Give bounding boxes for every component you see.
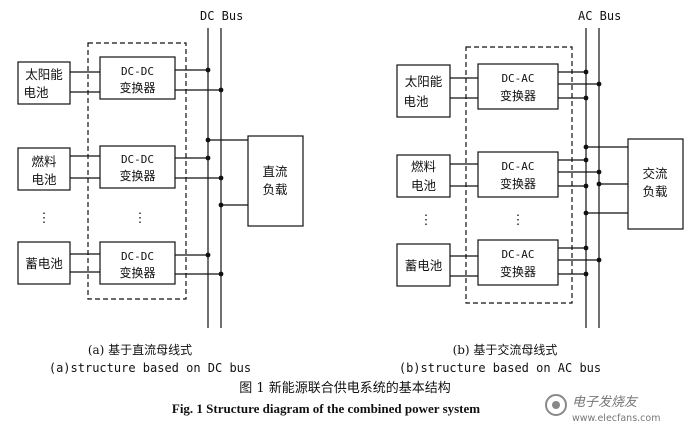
- caption-a-en: (a)structure based on DC bus: [49, 361, 251, 375]
- converter-b-3-line1: DC-AC: [501, 248, 534, 261]
- source-ellipsis: ⋮: [38, 211, 51, 226]
- converter-box-1: [99, 56, 176, 100]
- dc-load-line1: 直流: [262, 164, 288, 179]
- source-box-fuel: [17, 147, 71, 191]
- converter-b-2-line2: 变换器: [500, 176, 536, 191]
- panel-a: [17, 28, 304, 328]
- caption-a-cn: (a) 基于直流母线式: [88, 343, 192, 357]
- converter-box-3: [99, 241, 176, 285]
- source-box-battery: [17, 241, 71, 285]
- source-box-battery-b: [396, 243, 451, 287]
- ac-load-line1: 交流: [642, 166, 668, 181]
- converter-b-3-line2: 变换器: [500, 264, 536, 279]
- panel-a-junctions: [205, 67, 224, 277]
- source-battery-b-label: 蓄电池: [405, 258, 443, 273]
- converter-2-line1: DC-DC: [121, 153, 154, 166]
- converter-ellipsis-b: ⋮: [512, 213, 525, 228]
- caption-b-cn: (b) 基于交流母线式: [453, 342, 558, 357]
- dc-load-line2: 负载: [262, 182, 288, 197]
- source-solar-line1: 太阳能: [25, 67, 63, 82]
- figure-title-en: Fig. 1 Structure diagram of the combined…: [172, 401, 480, 416]
- source-solar-b-line2: 电池: [403, 94, 429, 109]
- watermark-logo: 电子发烧友 www.elecfans.com: [545, 394, 660, 424]
- converter-group-dashed-box-b: [465, 46, 573, 304]
- figure-title-cn: 图 1 新能源联合供电系统的基本结构: [239, 380, 451, 396]
- source-fuel-line1: 燃料: [31, 154, 57, 169]
- converter-b-2-line1: DC-AC: [501, 160, 534, 173]
- converter-3-line2: 变换器: [119, 265, 155, 280]
- source-fuel-b-line1: 燃料: [411, 159, 437, 174]
- converter-box-b-2: [477, 151, 559, 198]
- ac-bus-label: AC Bus: [578, 9, 621, 23]
- source-battery-label: 蓄电池: [25, 256, 63, 271]
- converter-3-line1: DC-DC: [121, 250, 154, 263]
- source-box-solar: [17, 61, 71, 105]
- panel-b-junctions: [583, 69, 602, 277]
- converter-box-2: [99, 145, 176, 189]
- source-fuel-line2: 电池: [31, 172, 57, 187]
- watermark-logo-icon: [545, 394, 567, 416]
- source-fuel-b-line2: 电池: [411, 178, 437, 193]
- ac-load-line2: 负载: [642, 184, 668, 199]
- dc-bus-label: DC Bus: [200, 9, 243, 23]
- watermark-text-cn: 电子发烧友: [572, 395, 639, 410]
- converter-1-line2: 变换器: [119, 80, 155, 95]
- converter-b-1-line2: 变换器: [500, 88, 536, 103]
- dc-load-box: [247, 135, 304, 227]
- source-ellipsis-b: ⋮: [420, 213, 433, 228]
- caption-b-en: (b)structure based on AC bus: [399, 361, 601, 375]
- converter-box-b-3: [477, 239, 559, 286]
- source-box-solar-b: [396, 64, 451, 118]
- source-solar-line2: 电池: [23, 85, 49, 100]
- converter-1-line1: DC-DC: [121, 65, 154, 78]
- converter-b-1-line1: DC-AC: [501, 72, 534, 85]
- converter-group-dashed-box: [87, 42, 187, 300]
- source-box-fuel-b: [396, 154, 451, 198]
- watermark-url: www.elecfans.com: [572, 413, 660, 424]
- converter-2-line2: 变换器: [119, 168, 155, 183]
- source-solar-b-line1: 太阳能: [405, 74, 443, 89]
- converter-box-b-1: [477, 63, 559, 110]
- panel-b: [396, 28, 684, 328]
- converter-ellipsis: ⋮: [134, 211, 147, 226]
